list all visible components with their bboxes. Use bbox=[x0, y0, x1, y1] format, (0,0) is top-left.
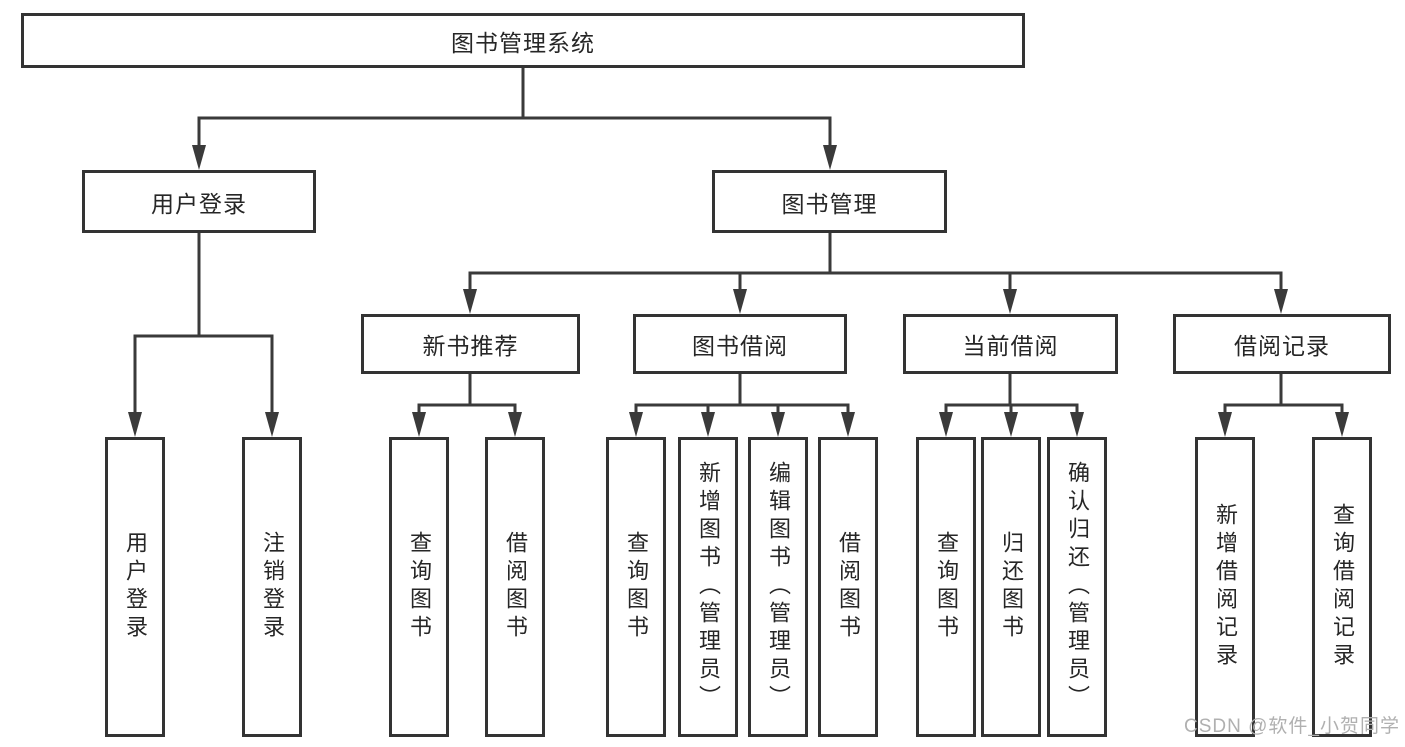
node-library-management-system: 图书管理系统 bbox=[21, 13, 1025, 68]
branch-book-management-to-level3 bbox=[463, 233, 1288, 314]
node-label: 图书管理系统 bbox=[451, 29, 595, 56]
node-leaf-query-borrow-record: 查询借阅记录 bbox=[1312, 437, 1372, 737]
csdn-watermark: CSDN @软件_小贺同学 bbox=[1184, 716, 1400, 737]
node-label: 当前借阅 bbox=[962, 333, 1059, 359]
node-label: 查询图书 bbox=[624, 531, 649, 643]
node-borrow-record: 借阅记录 bbox=[1173, 314, 1391, 374]
node-leaf-query-books: 查询图书 bbox=[606, 437, 666, 737]
node-label: 借阅记录 bbox=[1234, 333, 1330, 359]
node-new-book-recommend: 新书推荐 bbox=[361, 314, 580, 374]
node-leaf-user-login: 用户登录 bbox=[105, 437, 165, 737]
node-label: 查询图书 bbox=[407, 531, 432, 643]
node-label: 注销登录 bbox=[260, 531, 285, 643]
node-leaf-borrow-books: 借阅图书 bbox=[818, 437, 878, 737]
node-current-borrow: 当前借阅 bbox=[903, 314, 1118, 374]
node-leaf-confirm-return-admin: 确认归还（管理员） bbox=[1047, 437, 1107, 737]
node-leaf-query-books: 查询图书 bbox=[389, 437, 449, 737]
node-leaf-add-borrow-record: 新增借阅记录 bbox=[1195, 437, 1255, 737]
node-label: 图书借阅 bbox=[692, 333, 788, 359]
branch-book-borrow-to-leaves bbox=[629, 374, 855, 437]
node-label: 归还图书 bbox=[999, 531, 1024, 643]
branch-borrow-record-to-leaves bbox=[1218, 374, 1349, 437]
node-leaf-add-books-admin: 新增图书（管理员） bbox=[678, 437, 738, 737]
node-leaf-query-books: 查询图书 bbox=[916, 437, 976, 737]
node-user-login: 用户登录 bbox=[82, 170, 316, 233]
node-label: 查询图书 bbox=[934, 531, 959, 643]
branch-user-login-to-leaves bbox=[128, 233, 279, 437]
node-label: 新书推荐 bbox=[422, 333, 519, 359]
node-label: 借阅图书 bbox=[836, 531, 861, 643]
node-leaf-borrow-books: 借阅图书 bbox=[485, 437, 545, 737]
branch-root-to-level2 bbox=[192, 68, 837, 170]
node-leaf-return-books: 归还图书 bbox=[981, 437, 1041, 737]
node-label: 查询借阅记录 bbox=[1330, 503, 1355, 671]
branch-new-book-to-leaves bbox=[412, 374, 522, 437]
node-label: 新增借阅记录 bbox=[1213, 503, 1238, 671]
node-label: 新增图书（管理员） bbox=[696, 461, 721, 713]
branch-current-borrow-to-leaves bbox=[939, 374, 1084, 437]
node-label: 用户登录 bbox=[123, 531, 148, 643]
node-leaf-logout: 注销登录 bbox=[242, 437, 302, 737]
node-label: 图书管理 bbox=[781, 190, 878, 217]
node-book-borrow: 图书借阅 bbox=[633, 314, 847, 374]
node-label: 用户登录 bbox=[151, 190, 247, 217]
node-label: 借阅图书 bbox=[503, 531, 528, 643]
node-book-management: 图书管理 bbox=[712, 170, 947, 233]
node-label: 编辑图书（管理员） bbox=[766, 461, 791, 713]
node-label: 确认归还（管理员） bbox=[1065, 461, 1090, 713]
node-leaf-edit-books-admin: 编辑图书（管理员） bbox=[748, 437, 808, 737]
